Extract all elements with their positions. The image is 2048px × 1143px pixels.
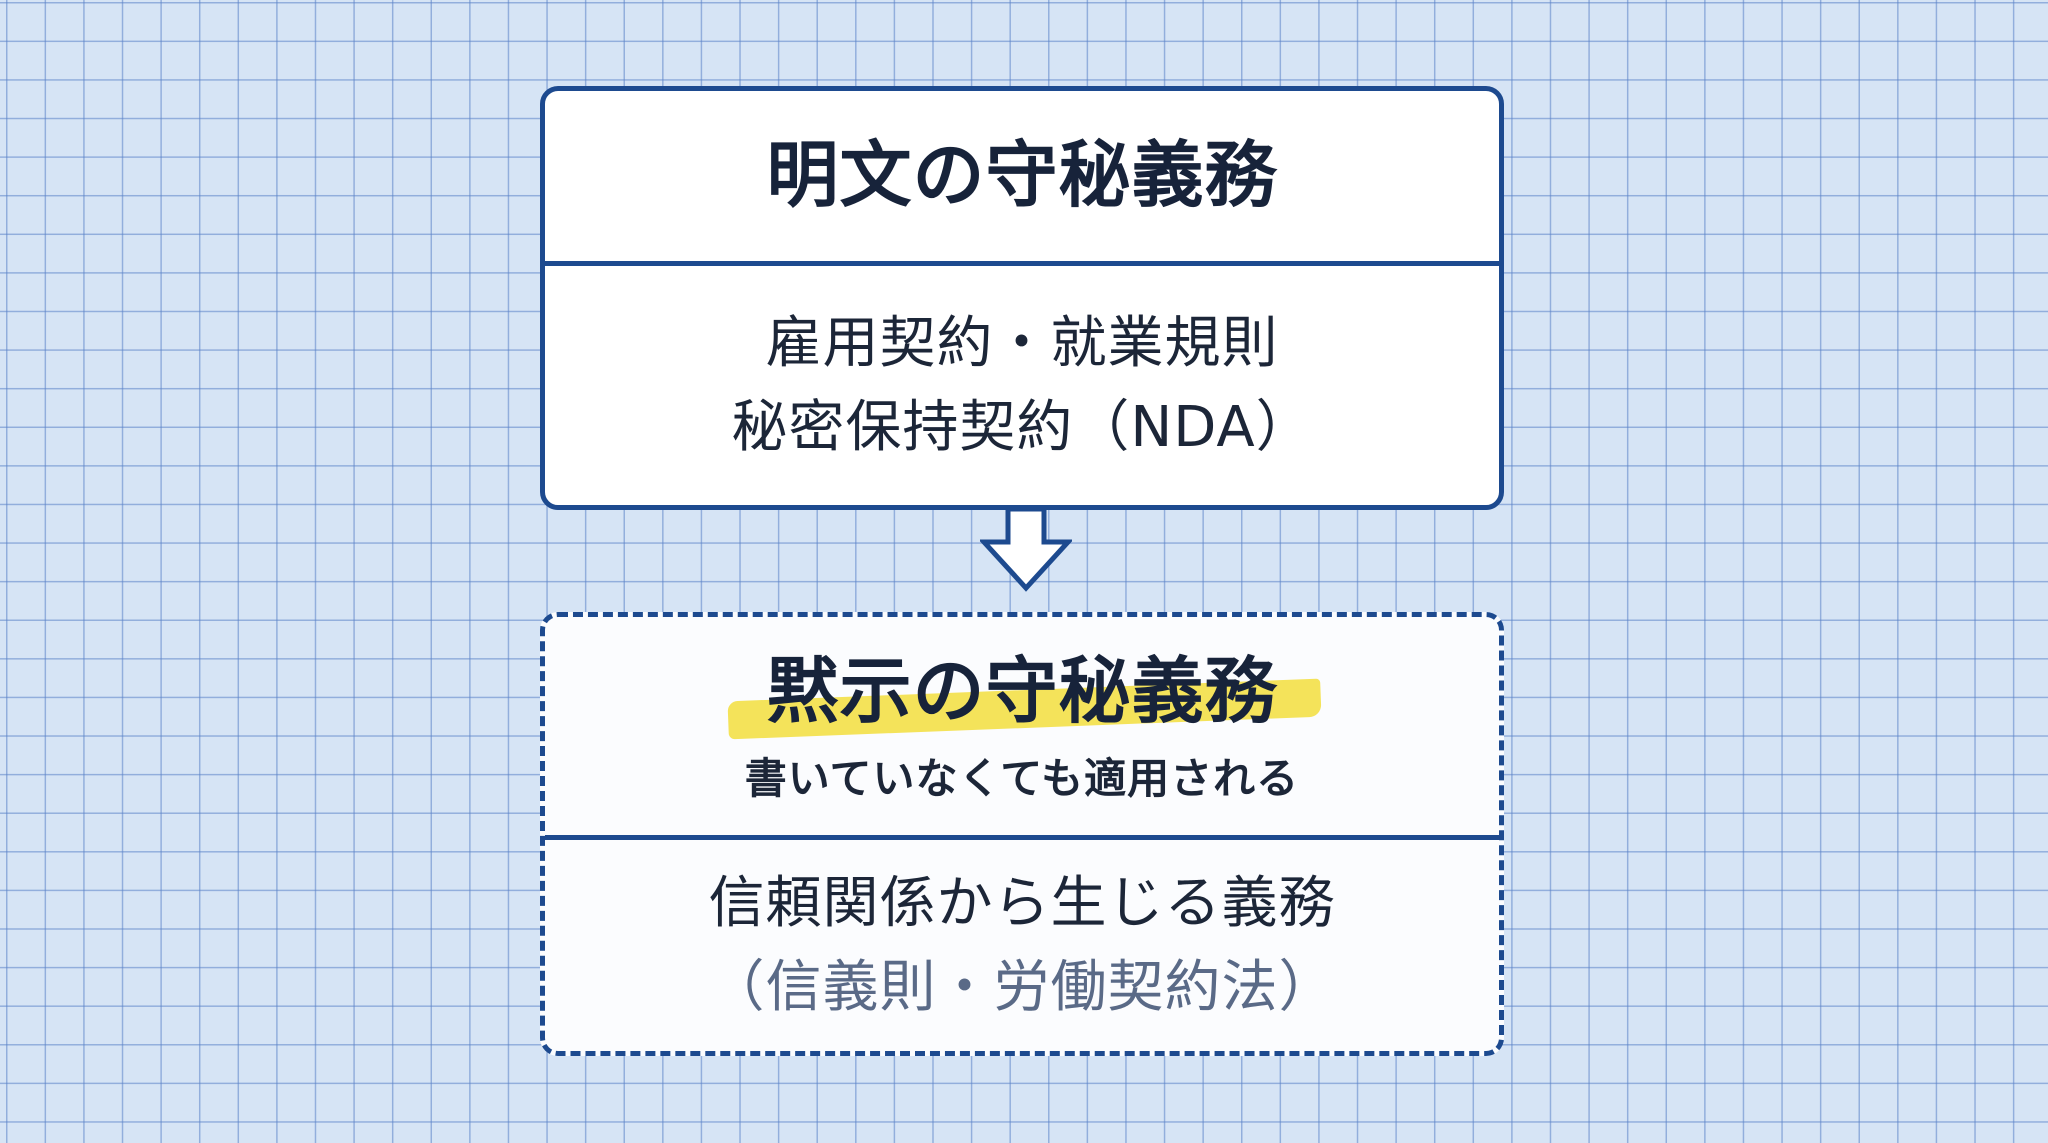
implicit-duty-line-2: （信義則・労働契約法） <box>708 954 1336 1020</box>
explicit-duty-line-2: 秘密保持契約（NDA） <box>731 394 1313 460</box>
implicit-duty-body: 信頼関係から生じる義務 （信義則・労働契約法） <box>545 840 1499 1051</box>
down-arrow-icon <box>980 506 1072 592</box>
implicit-duty-line-1: 信頼関係から生じる義務 <box>708 870 1336 936</box>
implicit-duty-title: 黙示の守秘義務 <box>766 648 1278 733</box>
highlighted-title: 黙示の守秘義務 <box>727 648 1323 740</box>
implicit-duty-subtitle: 書いていなくても適用される <box>744 754 1300 804</box>
explicit-duty-body: 雇用契約・就業規則 秘密保持契約（NDA） <box>545 266 1499 505</box>
explicit-duty-title: 明文の守秘義務 <box>766 133 1278 218</box>
explicit-duty-line-1: 雇用契約・就業規則 <box>765 310 1279 376</box>
implicit-duty-box: 黙示の守秘義務 書いていなくても適用される 信頼関係から生じる義務 （信義則・労… <box>540 612 1504 1056</box>
explicit-duty-header: 明文の守秘義務 <box>545 91 1499 266</box>
implicit-duty-header: 黙示の守秘義務 書いていなくても適用される <box>545 617 1499 840</box>
explicit-duty-box: 明文の守秘義務 雇用契約・就業規則 秘密保持契約（NDA） <box>540 86 1504 510</box>
